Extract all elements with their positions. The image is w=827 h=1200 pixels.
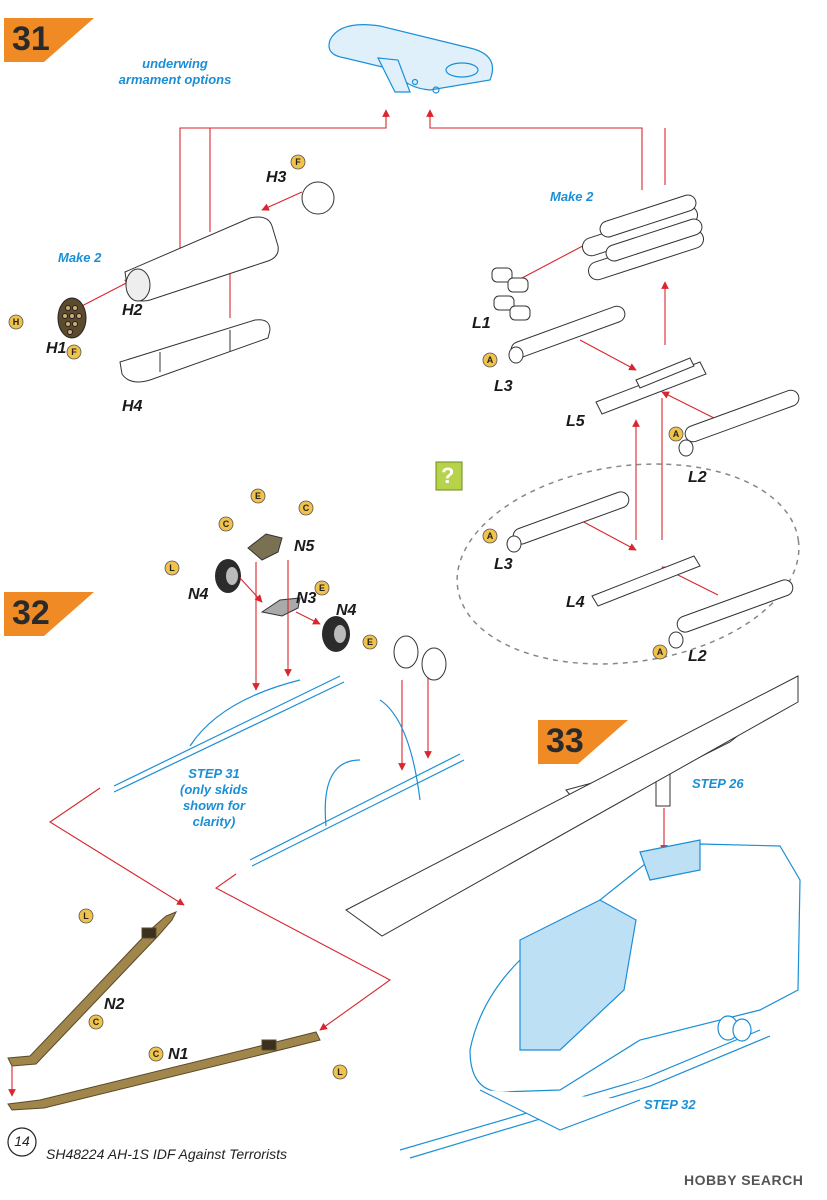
part-l5: L5 bbox=[566, 413, 585, 430]
launcher-rail-upper bbox=[595, 357, 707, 415]
paint-code-c3: C bbox=[93, 1017, 100, 1027]
page-number: 14 bbox=[14, 1133, 30, 1149]
step-badge-shape bbox=[538, 720, 628, 764]
optional-missiles bbox=[506, 491, 794, 649]
step26-note: STEP 26 bbox=[692, 776, 744, 791]
missile-launcher bbox=[581, 194, 705, 281]
wheel-assembly-mounted bbox=[393, 635, 447, 681]
rocket-pod-front bbox=[57, 297, 87, 339]
launcher-rail-mount bbox=[491, 267, 531, 321]
optional-armament-outline bbox=[456, 463, 800, 665]
part-l2-lower: L2 bbox=[688, 648, 707, 665]
rocket-pod bbox=[119, 216, 279, 383]
missile-upper-left bbox=[508, 305, 626, 364]
paint-code-a4: A bbox=[657, 647, 664, 657]
page-number-circle bbox=[7, 1127, 37, 1157]
watermark: HOBBY SEARCH bbox=[684, 1172, 804, 1188]
part-n1: N1 bbox=[168, 1046, 189, 1063]
part-h1: H1 bbox=[46, 340, 67, 357]
question-mark: ? bbox=[441, 463, 455, 488]
step32-note: STEP 32 bbox=[644, 1097, 696, 1112]
part-h3: H3 bbox=[266, 169, 287, 186]
paint-code-c2: C bbox=[223, 519, 230, 529]
paint-code-l3: L bbox=[337, 1067, 343, 1077]
paint-code-l1: L bbox=[169, 563, 175, 573]
paint-code-f2: F bbox=[71, 347, 77, 357]
make2-left: Make 2 bbox=[58, 250, 102, 265]
part-h4: H4 bbox=[122, 398, 143, 415]
part-l1: L1 bbox=[472, 315, 491, 332]
paint-code-f1: F bbox=[295, 157, 301, 167]
tow-bar-parts bbox=[7, 911, 321, 1111]
part-n3: N3 bbox=[296, 590, 317, 607]
paint-code-a2: A bbox=[673, 429, 680, 439]
rotor-blade bbox=[345, 675, 799, 937]
part-l4: L4 bbox=[566, 594, 585, 611]
part-n4-left: N4 bbox=[188, 586, 209, 603]
step-31-number: 31 bbox=[12, 20, 50, 58]
paint-code-e1: E bbox=[255, 491, 261, 501]
step-badge-shape bbox=[4, 18, 94, 62]
missile-upper-right bbox=[678, 389, 800, 457]
step-31-badge: 31 bbox=[4, 18, 94, 62]
part-l3-upper: L3 bbox=[494, 378, 513, 395]
paint-callouts bbox=[8, 154, 684, 1080]
part-n5: N5 bbox=[294, 538, 315, 555]
part-l3-lower: L3 bbox=[494, 556, 513, 573]
wheel-n4-left bbox=[215, 559, 241, 593]
rocket-pod-rear-cap bbox=[301, 181, 335, 215]
footer-title: SH48224 AH-1S IDF Against Terrorists bbox=[46, 1146, 287, 1162]
paint-code-a1: A bbox=[487, 355, 494, 365]
step-32-number: 32 bbox=[12, 594, 50, 632]
part-n4-right: N4 bbox=[336, 602, 357, 619]
stub-wing bbox=[328, 24, 494, 94]
wheel-mount-n5 bbox=[247, 533, 283, 561]
paint-code-h: H bbox=[13, 317, 20, 327]
step-badge-shape bbox=[4, 592, 94, 636]
question-box bbox=[435, 461, 463, 491]
part-l2-upper: L2 bbox=[688, 469, 707, 486]
step-33-badge: 33 bbox=[538, 720, 628, 764]
underwing-note: underwing armament options bbox=[118, 56, 232, 87]
ah1s-helicopter-body bbox=[399, 839, 801, 1159]
make2-right: Make 2 bbox=[550, 189, 594, 204]
paint-callout-letters: F H F A A A A E C C L E E L C C L bbox=[13, 157, 680, 1077]
part-n2: N2 bbox=[104, 996, 125, 1013]
axle-n3 bbox=[260, 597, 301, 617]
landing-skids bbox=[113, 675, 465, 867]
part-h2: H2 bbox=[122, 302, 143, 319]
step31-note: STEP 31 (only skids shown for clarity) bbox=[180, 766, 248, 829]
step-32-badge: 32 bbox=[4, 592, 94, 636]
paint-code-c1: C bbox=[303, 503, 310, 513]
paint-code-e3: E bbox=[367, 637, 373, 647]
paint-code-c4: C bbox=[153, 1049, 160, 1059]
paint-code-l2: L bbox=[83, 911, 89, 921]
step-33-number: 33 bbox=[546, 722, 584, 760]
wheel-n4-right bbox=[322, 616, 350, 652]
paint-code-a3: A bbox=[487, 531, 494, 541]
paint-code-e2: E bbox=[319, 583, 325, 593]
